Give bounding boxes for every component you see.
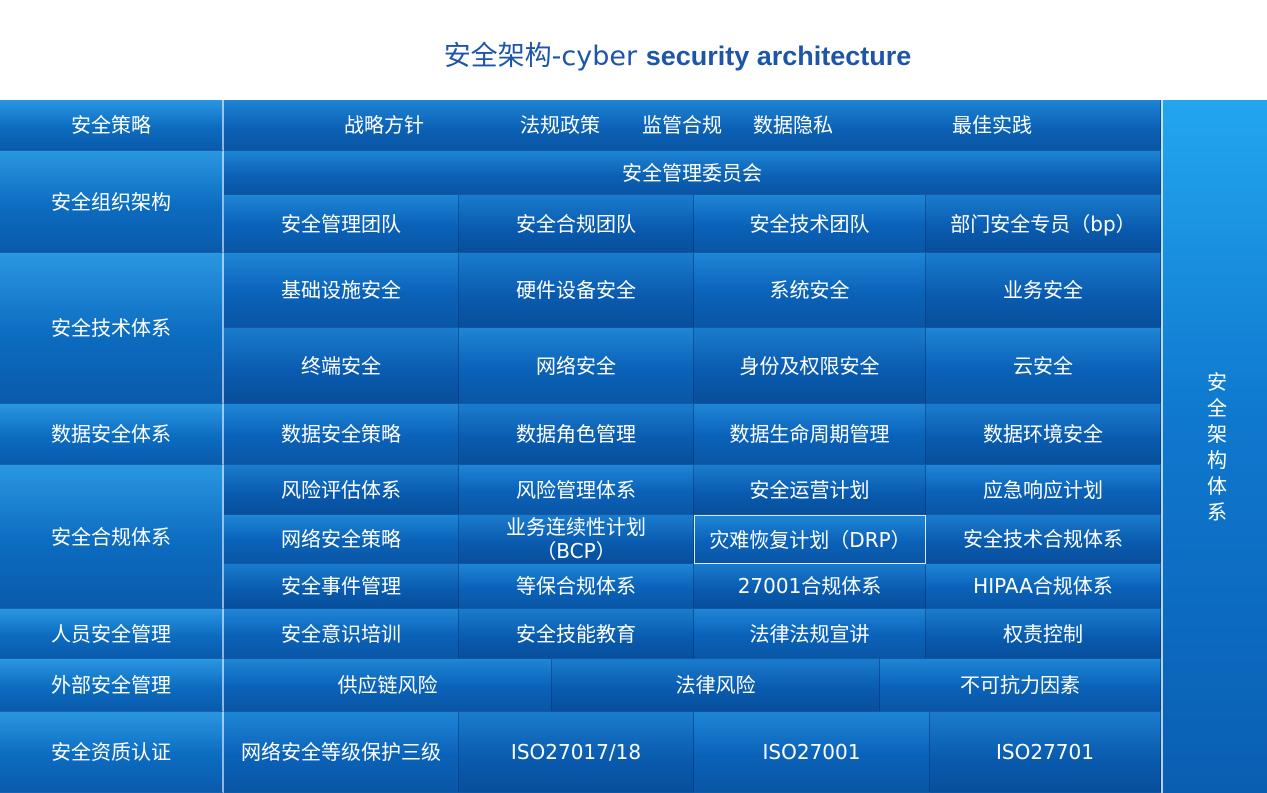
personnel-item: 法律法规宣讲: [694, 609, 926, 659]
row-label-compliance: 安全合规体系: [0, 465, 224, 609]
compliance-item: 应急响应计划: [926, 465, 1161, 515]
strategy-item: 最佳实践: [952, 113, 1032, 137]
certification-item: ISO27701: [930, 712, 1161, 793]
data-security-item: 数据安全策略: [224, 404, 459, 465]
personnel-item: 权责控制: [926, 609, 1161, 659]
architecture-diagram: 安全策略 战略方针 法规政策 监管合规 数据隐私 最佳实践 安全组织架构 安全管…: [0, 100, 1267, 793]
row-label-data-security: 数据安全体系: [0, 404, 224, 465]
strategy-item: 监管合规: [642, 113, 722, 137]
compliance-item: 风险管理体系: [459, 465, 694, 515]
compliance-item: 安全技术合规体系: [926, 515, 1161, 564]
compliance-item: 网络安全策略: [224, 515, 459, 564]
row-label-strategy: 安全策略: [0, 100, 224, 151]
data-security-item: 数据环境安全: [926, 404, 1161, 465]
compliance-item: 安全事件管理: [224, 564, 459, 609]
tech-item: 系统安全: [694, 253, 926, 328]
title-english: security architecture: [645, 41, 912, 71]
tech-item: 终端安全: [224, 328, 459, 404]
personnel-item: 安全技能教育: [459, 609, 694, 659]
tech-item: 硬件设备安全: [459, 253, 694, 328]
strategy-item: 战略方针: [344, 113, 424, 137]
row-label-organization: 安全组织架构: [0, 151, 224, 253]
side-label: 安全架构体系: [1207, 369, 1227, 524]
org-team: 安全管理团队: [224, 195, 459, 253]
external-item: 供应链风险: [224, 659, 552, 712]
personnel-item: 安全意识培训: [224, 609, 459, 659]
tech-item: 云安全: [926, 328, 1161, 404]
strategy-band: 战略方针 法规政策 监管合规 数据隐私 最佳实践: [224, 100, 1161, 151]
compliance-item: HIPAA合规体系: [926, 564, 1161, 609]
side-label-panel: 安全架构体系: [1161, 100, 1267, 793]
row-label-external: 外部安全管理: [0, 659, 224, 712]
compliance-item: 灾难恢复计划（DRP）: [694, 515, 926, 564]
certification-item: ISO27001: [694, 712, 930, 793]
org-team: 安全技术团队: [694, 195, 926, 253]
strategy-item: 数据隐私: [753, 113, 833, 137]
tech-item: 基础设施安全: [224, 253, 459, 328]
compliance-item: 业务连续性计划（BCP）: [459, 515, 694, 564]
title-chinese: 安全架构-cyber: [443, 41, 646, 72]
org-team: 安全合规团队: [459, 195, 694, 253]
certification-item: 网络安全等级保护三级: [224, 712, 459, 793]
page-title: 安全架构-cyber security architecture: [0, 34, 1267, 73]
org-team: 部门安全专员（bp）: [926, 195, 1161, 253]
tech-item: 网络安全: [459, 328, 694, 404]
tech-item: 业务安全: [926, 253, 1161, 328]
data-security-item: 数据生命周期管理: [694, 404, 926, 465]
compliance-item: 风险评估体系: [224, 465, 459, 515]
external-item: 不可抗力因素: [880, 659, 1161, 712]
data-security-item: 数据角色管理: [459, 404, 694, 465]
compliance-item: 等保合规体系: [459, 564, 694, 609]
row-label-technology: 安全技术体系: [0, 253, 224, 404]
strategy-item: 法规政策: [520, 113, 600, 137]
tech-item: 身份及权限安全: [694, 328, 926, 404]
row-label-personnel: 人员安全管理: [0, 609, 224, 659]
row-label-certification: 安全资质认证: [0, 712, 224, 793]
org-committee: 安全管理委员会: [224, 151, 1161, 195]
compliance-item: 安全运营计划: [694, 465, 926, 515]
certification-item: ISO27017/18: [459, 712, 694, 793]
external-item: 法律风险: [552, 659, 880, 712]
compliance-item: 27001合规体系: [694, 564, 926, 609]
